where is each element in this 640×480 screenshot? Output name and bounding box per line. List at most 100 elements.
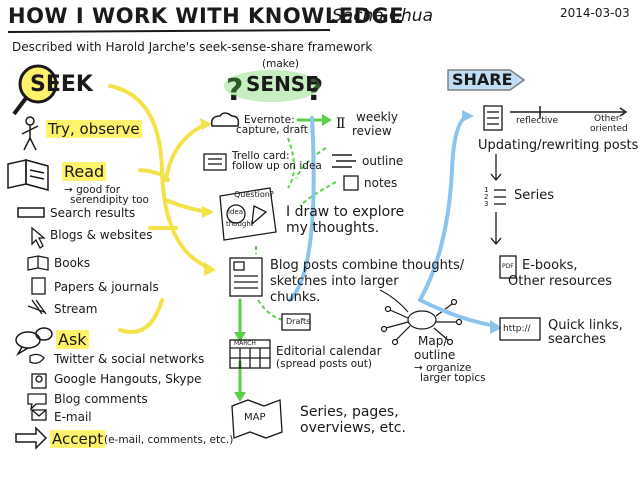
browser-icon: [499, 317, 541, 341]
question-mark-left: ?: [226, 73, 243, 108]
read-item-stream: Stream: [54, 302, 98, 316]
map-icon: [231, 399, 283, 439]
read-label: Read: [62, 162, 107, 181]
draw-text-2: my thoughts.: [286, 220, 380, 236]
drafts-label: Drafts: [286, 317, 311, 326]
series-lines-icon: [494, 189, 506, 205]
ask-item-email: E-mail: [54, 410, 92, 424]
editorial-label-2: (spread posts out): [276, 358, 372, 370]
ask-item-twitter: Twitter & social networks: [54, 352, 205, 366]
sense-highlight: [224, 70, 320, 102]
question-label: Question?: [234, 190, 275, 199]
weekly-label-1: weekly: [356, 110, 398, 124]
notes-label: notes: [364, 176, 398, 190]
read-item-papers: Papers & journals: [54, 280, 159, 294]
date-label: 2014-03-03: [560, 6, 630, 20]
url-label: http://: [503, 324, 531, 334]
map-drawing-label: MAP: [244, 412, 266, 423]
bird-icon: [29, 353, 45, 364]
series-pages-text-1: Series, pages,: [300, 404, 399, 420]
spectrum-scale: [510, 106, 628, 118]
subtitle: Described with Harold Jarche's seek-sens…: [12, 40, 373, 54]
accept-arrow-icon: [15, 426, 48, 450]
quick-links-label-2: searches: [548, 332, 606, 347]
ask-item-comments: Blog comments: [54, 392, 148, 406]
trello-label-2: follow up on idea: [232, 160, 322, 172]
sense-prefix: (make): [262, 58, 300, 70]
ebooks-label-2: Other resources: [508, 274, 613, 289]
evernote-label-2: capture, draft: [236, 124, 308, 136]
search-bar-icon: [17, 207, 45, 218]
weekly-label-2: review: [352, 124, 392, 138]
author-name: Sacha Chua: [332, 6, 433, 26]
ebooks-label-1: E-books,: [522, 258, 578, 273]
thought-label: thought: [226, 220, 254, 228]
idea-label: idea: [228, 208, 243, 216]
updating-posts-label: Updating/rewriting posts: [478, 138, 639, 153]
stick-figure-icon: [21, 116, 39, 151]
paper-icon: [31, 277, 46, 295]
outline-label: outline: [362, 154, 404, 168]
sketch-icon: [219, 187, 277, 241]
map-label-4: larger topics: [420, 372, 486, 384]
stream-icon: [27, 299, 47, 315]
calendar-month-label: MARCH: [234, 340, 256, 347]
trello-card-icon: [203, 153, 227, 171]
accept-label: Accept: [50, 430, 106, 448]
book-icon: [27, 255, 49, 271]
ask-label: Ask: [56, 330, 89, 349]
other-oriented-label-2: oriented: [590, 124, 628, 134]
series-pages-text-2: overviews, etc.: [300, 420, 406, 436]
evernote-label-1: Evernote:: [244, 114, 295, 126]
blog-post-icon: [229, 257, 263, 297]
blog-text-2: sketches into larger: [270, 274, 399, 289]
ask-item-hangouts: Google Hangouts, Skype: [54, 372, 202, 386]
mindmap-link: [379, 289, 409, 313]
pdf-icon: [499, 255, 517, 279]
series-num-2: 2: [484, 193, 489, 201]
read-item-books: Books: [54, 256, 91, 270]
series-label: Series: [514, 188, 554, 203]
cursor-icon: [31, 226, 46, 249]
map-label-1: Map/: [418, 334, 448, 348]
map-label-2: outline: [414, 348, 456, 362]
sense-heading: SENSE: [246, 72, 319, 96]
read-item-search: Search results: [50, 206, 136, 220]
pdf-label: PDF: [502, 263, 514, 270]
reflective-label: reflective: [516, 116, 559, 126]
page-title: HOW I WORK WITH KNOWLEDGE: [8, 4, 405, 28]
seek-arrows: [108, 84, 212, 334]
document-icon: [483, 105, 503, 131]
share-flow-arrows: [490, 154, 502, 246]
video-call-icon: [31, 373, 47, 389]
accept-note: (e-mail, comments, etc.): [104, 434, 234, 446]
envelope-icon: [31, 409, 47, 421]
blog-text-1: Blog posts combine thoughts/: [270, 258, 465, 273]
share-arrowheads: [462, 110, 502, 334]
calendar-icon: [229, 339, 271, 369]
share-heading: SHARE: [452, 70, 513, 89]
outline-icon: [332, 154, 356, 168]
read-note-2: serendipity too: [70, 194, 149, 206]
sense-arrowheads: [234, 114, 332, 402]
speech-bubble-icon: [15, 327, 53, 357]
share-banner: [447, 69, 526, 91]
read-item-blogs: Blogs & websites: [50, 228, 153, 242]
notes-icon: [343, 175, 359, 191]
title-underline: [7, 29, 331, 33]
read-note-1: → good for: [64, 184, 121, 196]
trello-label-1: Trello card:: [232, 150, 290, 162]
magnifier-icon: [12, 64, 58, 116]
mindmap-icon: [380, 298, 463, 346]
series-num-1: 1: [484, 186, 489, 194]
seek-heading: SEEK: [30, 72, 93, 97]
quick-links-label-1: Quick links,: [548, 318, 623, 333]
draw-text-1: I draw to explore: [286, 204, 405, 220]
try-observe-label: Try, observe: [46, 120, 142, 138]
editorial-label-1: Editorial calendar: [276, 344, 382, 358]
drafts-icon: [281, 313, 311, 331]
seek-arrowheads: [200, 118, 216, 276]
question-mark-right: ?: [306, 73, 323, 108]
share-arrows: [288, 114, 498, 328]
